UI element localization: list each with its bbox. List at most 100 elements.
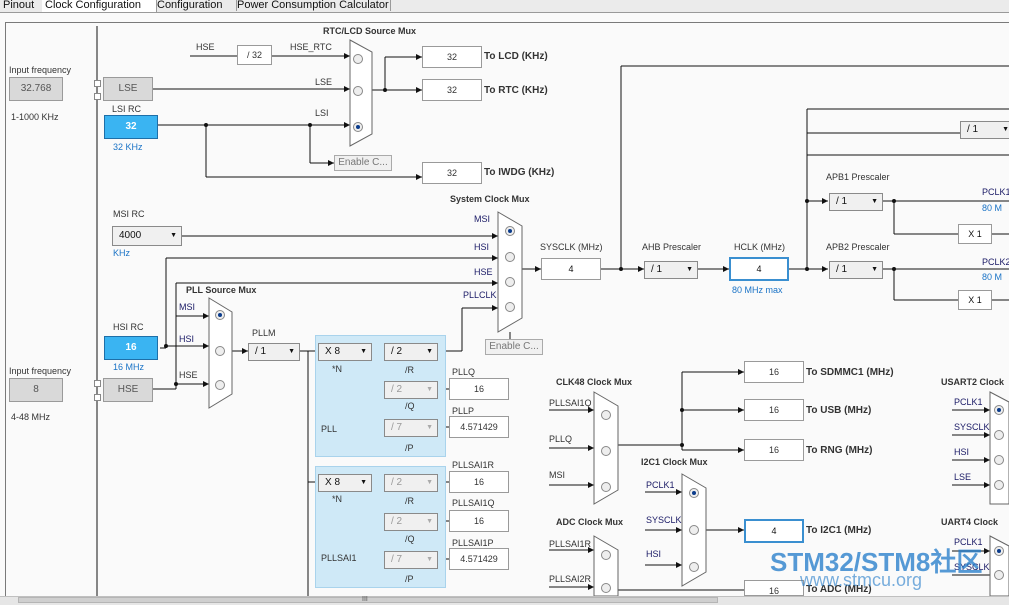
usart2-in-lse: LSE <box>954 472 972 482</box>
pll-q-select[interactable]: / 2▼ <box>384 381 438 399</box>
pllsai1q-value[interactable]: 16 <box>449 510 509 532</box>
pll-n-label: *N <box>332 364 343 374</box>
adc-radio-pllsai1r[interactable] <box>601 550 611 560</box>
clk48-radio-pllsai1q[interactable] <box>601 410 611 420</box>
clk48-in-pllsai1q: PLLSAI1Q <box>549 398 592 408</box>
connector <box>94 394 101 401</box>
pll-name-label: PLL <box>321 424 338 434</box>
sysmux-enable-css-button[interactable]: Enable C... <box>485 339 543 355</box>
usart2-radio-hsi[interactable] <box>994 455 1004 465</box>
apb1-prescaler-select[interactable]: / 1▼ <box>829 193 883 211</box>
lsi-rc-value[interactable]: 32 <box>104 115 158 139</box>
pllsai1-p-select[interactable]: / 7▼ <box>384 551 438 569</box>
i2c1-radio-hsi[interactable] <box>689 562 699 572</box>
pclk2-max-label: 80 M <box>982 272 1003 282</box>
uart4-radio-sysclk[interactable] <box>994 570 1004 580</box>
chevron-down-icon: ▼ <box>426 386 433 393</box>
pllp-value[interactable]: 4.571429 <box>449 416 509 438</box>
hclk-max-label: 80 MHz max <box>732 285 783 295</box>
pll-src-radio-hse[interactable] <box>215 380 225 390</box>
to-rtc-value[interactable]: 32 <box>422 79 482 101</box>
pllm-label: PLLM <box>252 328 276 338</box>
pll-p-select[interactable]: / 7▼ <box>384 419 438 437</box>
pllsai1-r-label: /R <box>405 496 414 506</box>
i2c1-mux-title: I2C1 Clock Mux <box>641 457 708 467</box>
pll-n-select[interactable]: X 8▼ <box>318 343 372 361</box>
msi-rc-title: MSI RC <box>113 209 145 219</box>
ahb-prescaler-select[interactable]: / 1▼ <box>644 261 698 279</box>
sysmux-radio-pllclk[interactable] <box>505 302 515 312</box>
sysmux-radio-msi[interactable] <box>505 226 515 236</box>
clk48-radio-pllq[interactable] <box>601 446 611 456</box>
clk48-radio-msi[interactable] <box>601 482 611 492</box>
pll-src-radio-msi[interactable] <box>215 310 225 320</box>
apb2-prescaler-select[interactable]: / 1▼ <box>829 261 883 279</box>
pll-src-radio-hsi[interactable] <box>215 346 225 356</box>
scrollbar-thumb[interactable] <box>18 597 718 603</box>
apb2-timer-multiplier: X 1 <box>958 290 992 310</box>
pclk2-label: PCLK2 <box>982 257 1009 267</box>
rtc-radio-hse[interactable] <box>353 54 363 64</box>
tab-power-consumption[interactable]: Power Consumption Calculator <box>234 0 391 11</box>
tab-configuration[interactable]: Configuration <box>154 0 237 11</box>
to-usb-label: To USB (MHz) <box>806 405 872 416</box>
pllq-value[interactable]: 16 <box>449 378 509 400</box>
sysclk-value[interactable]: 4 <box>541 258 601 280</box>
lse-range-label: 1-1000 KHz <box>11 112 59 122</box>
pllsai1-q-select[interactable]: / 2▼ <box>384 513 438 531</box>
to-i2c1-label: To I2C1 (MHz) <box>806 525 872 536</box>
msi-rc-select[interactable]: 4000▼ <box>112 226 182 246</box>
tab-clock-configuration[interactable]: Clock Configuration <box>42 0 157 12</box>
hse-rtc-label: HSE_RTC <box>290 42 332 52</box>
uart4-radio-pclk1[interactable] <box>994 546 1004 556</box>
pll-r-select[interactable]: / 2▼ <box>384 343 438 361</box>
i2c1-in-sysclk: SYSCLK <box>646 515 682 525</box>
frame-border <box>5 22 6 596</box>
adc-in-pllsai1r: PLLSAI1R <box>549 539 592 549</box>
system-clock-mux-title: System Clock Mux <box>450 194 530 204</box>
to-adc-value[interactable]: 16 <box>744 580 804 596</box>
rtc-radio-lsi[interactable] <box>353 122 363 132</box>
pll-src-msi-label: MSI <box>179 302 196 312</box>
top-prescaler-select[interactable]: / 1▼ <box>960 121 1009 139</box>
to-rng-value[interactable]: 16 <box>744 439 804 461</box>
sysmux-radio-hse[interactable] <box>505 277 515 287</box>
rtc-enable-css-button[interactable]: Enable C... <box>334 155 392 171</box>
chevron-down-icon: ▼ <box>426 518 433 525</box>
usart2-radio-pclk1[interactable] <box>994 405 1004 415</box>
to-lcd-value[interactable]: 32 <box>422 46 482 68</box>
to-rng-label: To RNG (MHz) <box>806 445 873 456</box>
to-sdmmc1-value[interactable]: 16 <box>744 361 804 383</box>
lse-input-frequency-field[interactable]: 32.768 <box>9 77 63 101</box>
chevron-down-icon: ▼ <box>426 479 433 486</box>
i2c1-radio-pclk1[interactable] <box>689 488 699 498</box>
hsi-unit-label: 16 MHz <box>113 362 145 372</box>
chevron-down-icon: ▼ <box>360 479 367 486</box>
pllm-select[interactable]: / 1▼ <box>248 343 300 361</box>
usart2-radio-lse[interactable] <box>994 480 1004 490</box>
rtc-radio-lse[interactable] <box>353 86 363 96</box>
sysmux-radio-hsi[interactable] <box>505 252 515 262</box>
pllsai1-n-select[interactable]: X 8▼ <box>318 474 372 492</box>
connector <box>94 80 101 87</box>
pllsai1-r-select[interactable]: / 2▼ <box>384 474 438 492</box>
hse-block[interactable]: HSE <box>103 378 153 402</box>
pllsai1r-value[interactable]: 16 <box>449 471 509 493</box>
adc-radio-pllsai2r[interactable] <box>601 583 611 593</box>
hse-rtc-divider[interactable]: / 32 <box>237 45 272 65</box>
uart4-mux-body <box>989 535 1009 597</box>
hse-input-frequency-field[interactable]: 8 <box>9 378 63 402</box>
hse-range-label: 4-48 MHz <box>11 412 51 422</box>
lse-block[interactable]: LSE <box>103 77 153 101</box>
hsi-rc-value[interactable]: 16 <box>104 336 158 360</box>
to-i2c1-value[interactable]: 4 <box>744 519 804 543</box>
to-usb-value[interactable]: 16 <box>744 399 804 421</box>
pllsai1p-value[interactable]: 4.571429 <box>449 548 509 570</box>
chevron-down-icon: ▼ <box>426 556 433 563</box>
i2c1-radio-sysclk[interactable] <box>689 525 699 535</box>
usart2-radio-sysclk[interactable] <box>994 430 1004 440</box>
to-iwdg-value[interactable]: 32 <box>422 162 482 184</box>
hsi-rc-title: HSI RC <box>113 322 144 332</box>
chevron-down-icon: ▼ <box>871 266 878 273</box>
hclk-value[interactable]: 4 <box>729 257 789 281</box>
